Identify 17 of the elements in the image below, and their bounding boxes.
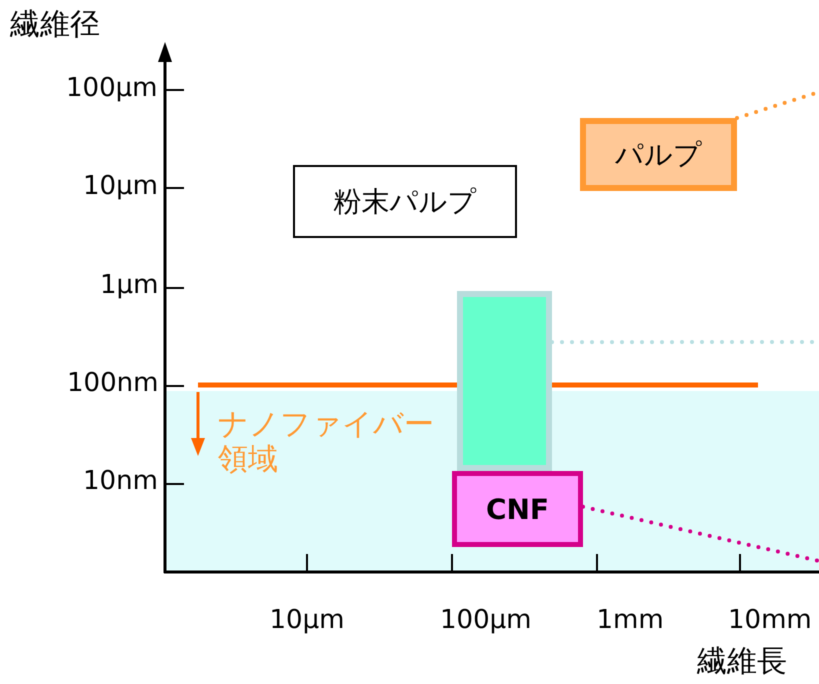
label-box: パルプ: [580, 118, 737, 191]
axis-title: 繊維長: [697, 645, 787, 680]
region-label: ナノファイバー領域: [218, 408, 435, 477]
tick-label: 10μm: [83, 172, 158, 202]
dotted-line: [581, 504, 819, 563]
axis-title: 繊維径: [10, 8, 100, 42]
tick-label: 100μm: [440, 606, 532, 636]
tick-label: 10nm: [83, 467, 158, 497]
vertical-bar: [457, 291, 552, 471]
tick-label: 100μm: [66, 74, 158, 104]
tick-label: 1mm: [596, 606, 664, 636]
tick-label: 10mm: [728, 606, 812, 636]
tick-label: 100nm: [67, 369, 158, 399]
label-box: 粉末パルプ: [293, 165, 517, 238]
tick-label: 10μm: [270, 606, 344, 636]
tick-label: 1μm: [100, 271, 158, 301]
label-box: CNF: [452, 471, 583, 547]
